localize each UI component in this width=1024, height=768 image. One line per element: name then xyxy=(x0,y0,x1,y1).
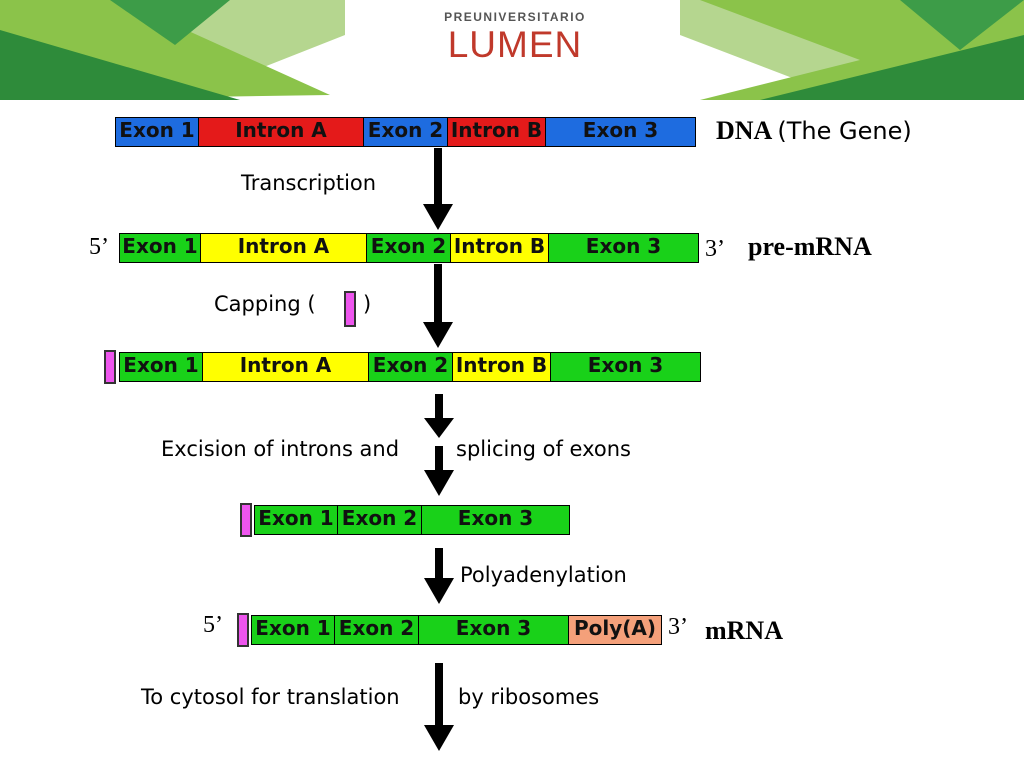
dna-label-plain: (The Gene) xyxy=(777,117,912,145)
arrow-head xyxy=(423,204,453,230)
label-cytosol-right: by ribosomes xyxy=(458,685,600,709)
arrow-head xyxy=(424,470,454,496)
label-transcription: Transcription xyxy=(241,171,377,195)
logo-small-text: PREUNIVERSITARIO xyxy=(444,10,586,24)
arrow-head xyxy=(424,578,454,604)
banner-shape-right-dark xyxy=(760,35,1024,100)
capped-exon-3: Exon 3 xyxy=(551,352,701,382)
premrna-label: pre-mRNA xyxy=(748,232,872,261)
dna-intron-a: Intron A xyxy=(199,117,364,147)
premrna-exon-2: Exon 2 xyxy=(367,233,451,263)
arrow-shaft-lower xyxy=(435,446,443,476)
dna-exon-2: Exon 2 xyxy=(364,117,448,147)
arrow-capping xyxy=(423,264,453,348)
arrow-head xyxy=(423,322,453,348)
banner-shape-right-tri xyxy=(900,0,1024,50)
banner-white-center xyxy=(335,0,690,100)
capped-exon-1: Exon 1 xyxy=(119,352,203,382)
logo-big-text: LUMEN xyxy=(447,24,583,65)
premrna-intron-b: Intron B xyxy=(451,233,549,263)
premrna-strand: Exon 1 Intron A Exon 2 Intron B Exon 3 xyxy=(119,233,699,263)
spliced-exon-1: Exon 1 xyxy=(254,505,338,535)
mrna-3prime: 3’ xyxy=(668,614,688,640)
capped-strand: Exon 1 Intron A Exon 2 Intron B Exon 3 xyxy=(119,352,701,382)
arrow-shaft xyxy=(435,548,443,580)
mrna-strand: Exon 1 Exon 2 Exon 3 Poly(A) xyxy=(251,615,662,645)
cap-legend-swatch xyxy=(344,291,356,327)
mrna-polya-tail: Poly(A) xyxy=(569,615,662,645)
capped-exon-2: Exon 2 xyxy=(369,352,453,382)
arrow-transcription xyxy=(423,148,453,230)
spliced-exon-3: Exon 3 xyxy=(422,505,570,535)
premrna-intron-a: Intron A xyxy=(201,233,367,263)
label-excision-left: Excision of introns and xyxy=(161,437,400,461)
label-cytosol-left: To cytosol for translation xyxy=(141,685,400,709)
mrna-label: mRNA xyxy=(705,616,783,645)
capped-intron-a: Intron A xyxy=(203,352,369,382)
arrow-shaft-upper xyxy=(435,394,443,432)
mrna-exon-1: Exon 1 xyxy=(251,615,335,645)
arrow-shaft xyxy=(435,663,443,727)
premrna-exon-1: Exon 1 xyxy=(119,233,201,263)
cap-5prime xyxy=(104,350,116,384)
label-capping-close: ) xyxy=(363,292,372,316)
premrna-5prime: 5’ xyxy=(89,234,109,260)
mrna-exon-3: Exon 3 xyxy=(419,615,569,645)
label-polyadenylation: Polyadenylation xyxy=(460,563,627,587)
arrow-shaft xyxy=(434,148,442,206)
arrow-translation xyxy=(424,663,454,751)
label-capping: Capping ( xyxy=(214,292,316,316)
banner-shape-left-tri xyxy=(110,0,230,45)
dna-intron-b: Intron B xyxy=(448,117,546,147)
spliced-strand: Exon 1 Exon 2 Exon 3 xyxy=(254,505,570,535)
cap-spliced xyxy=(240,503,252,537)
header-banner xyxy=(0,0,1024,100)
arrow-excision xyxy=(424,394,454,500)
dna-exon-1: Exon 1 xyxy=(115,117,199,147)
label-excision-right: splicing of exons xyxy=(456,437,631,461)
cap-mrna xyxy=(237,613,249,647)
capped-intron-b: Intron B xyxy=(453,352,551,382)
mrna-5prime: 5’ xyxy=(203,612,223,638)
spliced-exon-2: Exon 2 xyxy=(338,505,422,535)
banner-shape-left-dark xyxy=(0,30,240,100)
premrna-exon-3: Exon 3 xyxy=(549,233,699,263)
arrow-shaft xyxy=(434,264,442,324)
arrow-polyadenylation xyxy=(424,548,454,604)
dna-label: DNA (The Gene) xyxy=(716,116,912,146)
brand-logo: PREUNIVERSITARIO LUMEN xyxy=(440,10,590,64)
dna-strand: Exon 1 Intron A Exon 2 Intron B Exon 3 xyxy=(115,117,696,147)
dna-exon-3: Exon 3 xyxy=(546,117,696,147)
mrna-exon-2: Exon 2 xyxy=(335,615,419,645)
arrow-head xyxy=(424,725,454,751)
premrna-3prime: 3’ xyxy=(705,236,725,262)
dna-label-bold: DNA xyxy=(716,116,771,145)
arrow-head-upper xyxy=(424,418,454,438)
